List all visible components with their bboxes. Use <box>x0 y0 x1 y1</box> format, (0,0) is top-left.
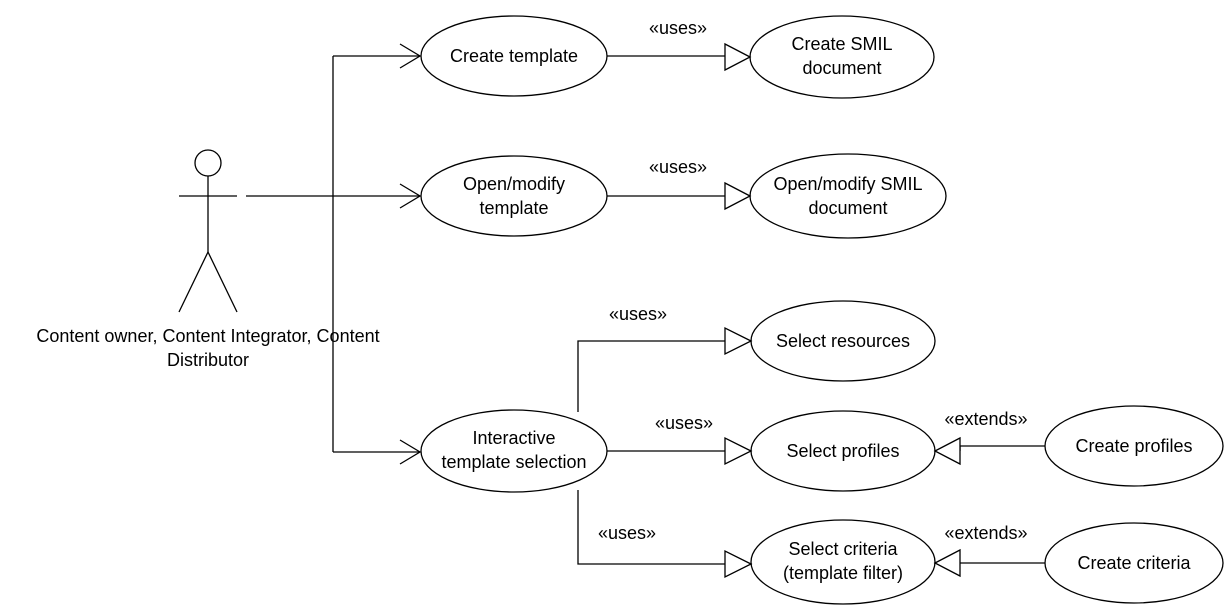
use-case-open-modify-template-line2: template <box>479 198 548 218</box>
uses-select-resources-arrowhead <box>724 326 753 356</box>
assoc-interactive-selection-arrowhead <box>399 439 422 465</box>
uses-label-create-smil: «uses» <box>649 18 707 38</box>
use-case-interactive-template-selection[interactable]: Interactive template selection <box>420 409 608 493</box>
uses-relation-select-profiles <box>607 436 753 466</box>
use-case-interactive-selection-line1: Interactive <box>472 428 555 448</box>
use-case-create-criteria[interactable]: Create criteria <box>1044 522 1224 604</box>
extends-label-criteria: «extends» <box>944 523 1027 543</box>
use-case-select-criteria[interactable]: Select criteria (template filter) <box>750 519 936 605</box>
uses-relation-create-smil <box>607 42 752 72</box>
actor-head <box>194 149 222 177</box>
use-case-open-modify-template-line1: Open/modify <box>463 174 565 194</box>
use-case-create-template[interactable]: Create template <box>420 15 608 97</box>
use-case-create-smil-line1: Create SMIL <box>791 34 892 54</box>
uses-label-select-criteria: «uses» <box>598 523 656 543</box>
extends-criteria-arrowhead <box>933 548 961 578</box>
uses-label-select-profiles: «uses» <box>655 413 713 433</box>
actor-label-line2: Distributor <box>167 350 249 370</box>
uses-relation-select-criteria <box>577 490 753 579</box>
uses-label-open-modify-smil: «uses» <box>649 157 707 177</box>
use-case-interactive-selection-line2: template selection <box>441 452 586 472</box>
uses-relation-open-modify-smil <box>607 181 752 211</box>
use-case-select-criteria-line1: Select criteria <box>788 539 898 559</box>
actor-associations <box>246 43 422 465</box>
extends-relation-profiles <box>933 436 1045 466</box>
use-case-select-profiles[interactable]: Select profiles <box>750 410 936 492</box>
actor-label-line1: Content owner, Content Integrator, Conte… <box>36 326 379 346</box>
use-case-create-profiles-label: Create profiles <box>1075 436 1192 456</box>
extends-profiles-arrowhead <box>933 436 961 466</box>
use-case-create-profiles[interactable]: Create profiles <box>1044 405 1224 487</box>
extends-label-profiles: «extends» <box>944 409 1027 429</box>
use-case-open-modify-smil-line2: document <box>808 198 887 218</box>
use-case-select-profiles-label: Select profiles <box>786 441 899 461</box>
use-case-open-modify-smil-document[interactable]: Open/modify SMIL document <box>749 153 947 239</box>
use-case-create-smil-line2: document <box>802 58 881 78</box>
extends-relation-criteria <box>933 548 1045 578</box>
uses-label-select-resources: «uses» <box>609 304 667 324</box>
use-case-create-criteria-label: Create criteria <box>1077 553 1191 573</box>
uses-select-criteria-arrowhead <box>724 549 753 579</box>
uses-open-modify-smil-arrowhead <box>724 181 752 211</box>
assoc-open-template-arrowhead <box>399 183 422 209</box>
uses-select-profiles-arrowhead <box>724 436 753 466</box>
use-case-open-modify-smil-line1: Open/modify SMIL <box>773 174 922 194</box>
actor-right-leg <box>207 251 238 313</box>
use-case-select-criteria-line2: (template filter) <box>783 563 903 583</box>
use-case-select-resources-label: Select resources <box>776 331 910 351</box>
uses-relation-select-resources <box>577 326 753 412</box>
use-case-select-resources[interactable]: Select resources <box>750 300 936 382</box>
use-case-open-modify-template[interactable]: Open/modify template <box>420 155 608 237</box>
uses-create-smil-arrowhead <box>724 42 752 72</box>
actor-left-leg <box>178 251 209 313</box>
use-case-create-template-label: Create template <box>450 46 578 66</box>
actor-figure <box>178 149 238 313</box>
use-case-create-smil-document[interactable]: Create SMIL document <box>749 15 935 99</box>
assoc-create-template-arrowhead <box>399 43 422 69</box>
